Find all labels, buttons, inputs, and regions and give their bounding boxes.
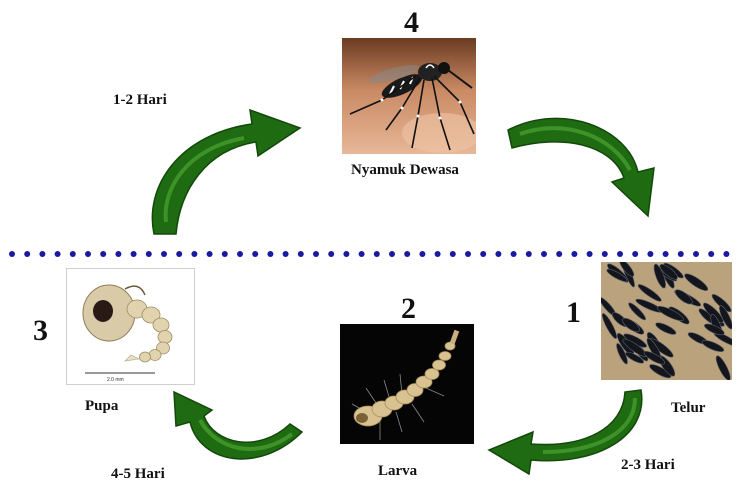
dotted-separator xyxy=(8,250,732,258)
duration-larva-to-pupa: 4-5 Hari xyxy=(111,466,165,482)
arrow-egg-to-larva xyxy=(485,386,655,476)
stage-number-larva: 2 xyxy=(401,294,416,324)
pupa-scale-label: 2.0 mm xyxy=(107,377,124,383)
stage-number-egg: 1 xyxy=(566,298,581,328)
arrow-adult-to-egg xyxy=(500,108,680,220)
adult-mosquito-photo xyxy=(342,38,476,154)
stage-label-pupa: Pupa xyxy=(85,398,118,414)
arrow-pupa-to-adult xyxy=(140,106,310,238)
stage-number-pupa: 3 xyxy=(33,316,48,346)
stage-label-larva: Larva xyxy=(378,463,417,479)
larva-photo xyxy=(340,324,474,444)
arrow-larva-to-pupa xyxy=(150,388,310,466)
pupa-photo: 2.0 mm xyxy=(66,268,195,385)
stage-label-adult: Nyamuk Dewasa xyxy=(351,162,459,178)
stage-number-adult: 4 xyxy=(404,8,419,38)
stage-label-egg: Telur xyxy=(671,400,705,416)
eggs-photo xyxy=(601,262,732,380)
